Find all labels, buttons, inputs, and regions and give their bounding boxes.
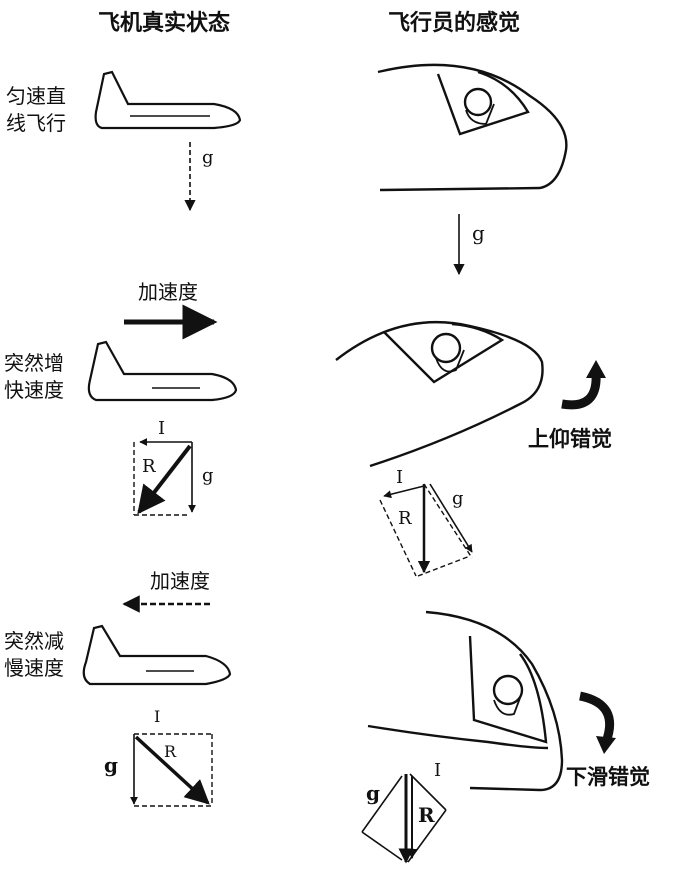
cockpit-pitch-up bbox=[335, 320, 544, 468]
right-column-header: 飞行员的感觉 bbox=[388, 10, 520, 36]
state2-label-line1: 突然增 bbox=[4, 351, 64, 375]
airplane-accelerating bbox=[87, 340, 238, 402]
vector2-gravity-label: g bbox=[202, 465, 214, 486]
vector-diagram-decelerating bbox=[130, 733, 213, 807]
rotation-arrow-down-icon bbox=[578, 691, 616, 754]
state3-label-line1: 突然减 bbox=[4, 629, 64, 653]
vector2-pilot-gravity-label: g bbox=[452, 488, 464, 509]
accel-label-backward: 加速度 bbox=[150, 569, 210, 593]
vector3-inertia-label: I bbox=[154, 707, 160, 726]
vector3-resultant-label: R bbox=[164, 742, 177, 761]
vector3-pilot-resultant-label: R bbox=[418, 803, 435, 827]
state1-label-line1: 匀速直 bbox=[6, 84, 66, 108]
accel-label-forward: 加速度 bbox=[138, 280, 198, 304]
vector-diagram-dive bbox=[361, 773, 447, 864]
cockpit-level bbox=[377, 63, 568, 192]
airplane-decelerating bbox=[82, 624, 232, 686]
vector3-pilot-inertia-label: I bbox=[434, 760, 441, 781]
state3-label-line2: 慢速度 bbox=[4, 656, 64, 680]
vector2-inertia-label: I bbox=[158, 418, 165, 439]
vector-diagram-pitch-up bbox=[379, 483, 473, 577]
vector2-resultant-label: R bbox=[142, 456, 156, 477]
vector2-pilot-resultant-label: R bbox=[398, 508, 412, 529]
airplane-level bbox=[94, 70, 242, 130]
left-column-header: 飞机真实状态 bbox=[98, 10, 230, 36]
gravity-label-pilot: g bbox=[472, 221, 485, 245]
illusion-pitch-up-label: 上仰错觉 bbox=[528, 426, 612, 451]
state1-label-line2: 线飞行 bbox=[6, 111, 66, 135]
rotation-arrow-up-icon bbox=[561, 360, 606, 410]
vector3-pilot-gravity-label: g bbox=[366, 781, 380, 805]
state2-label-line2: 快速度 bbox=[4, 378, 64, 402]
vector3-gravity-label: g bbox=[104, 753, 118, 777]
vector2-pilot-inertia-label: I bbox=[396, 467, 403, 488]
illusion-dive-label: 下滑错觉 bbox=[566, 764, 650, 789]
vector-diagram-accelerating bbox=[133, 438, 196, 516]
gravity-label-level: g bbox=[202, 147, 214, 168]
cockpit-dive bbox=[367, 610, 564, 792]
